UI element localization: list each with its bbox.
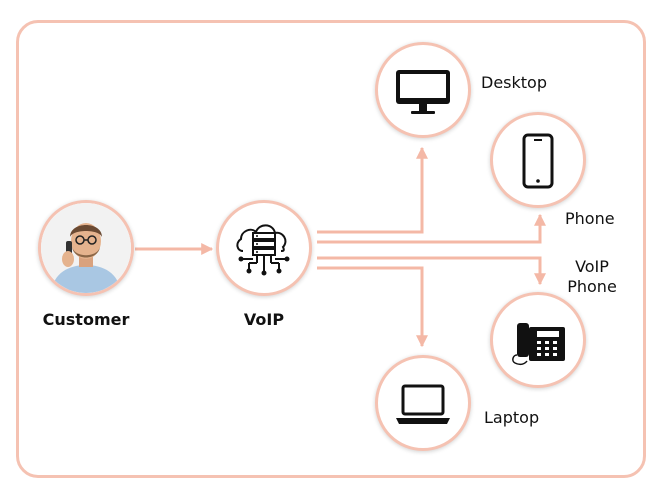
customer-node <box>38 200 134 296</box>
phone-label: Phone <box>565 209 615 228</box>
arrow-voip-to-phone <box>317 213 546 244</box>
voip-phone-label-line1: VoIP <box>575 257 609 276</box>
voip-phone-node <box>490 292 586 388</box>
desktop-label: Desktop <box>481 73 547 92</box>
customer-label: Customer <box>42 310 130 329</box>
laptop-label: Laptop <box>484 408 540 427</box>
desktop-monitor-icon <box>396 70 450 114</box>
arrow-voip-to-laptop <box>317 266 428 348</box>
arrow-voip-to-voip-phone <box>317 256 546 286</box>
customer-avatar-icon <box>41 203 131 293</box>
voip-label: VoIP <box>243 310 285 329</box>
voip-node <box>216 200 312 296</box>
desktop-node <box>375 42 471 138</box>
voip-phone-label-line2: Phone <box>567 277 617 296</box>
laptop-node <box>375 355 471 451</box>
desk-phone-icon <box>512 323 565 366</box>
laptop-icon <box>396 384 450 424</box>
cloud-server-icon <box>236 224 290 276</box>
smartphone-icon <box>522 133 554 189</box>
phone-node <box>490 112 586 208</box>
arrow-voip-to-desktop <box>317 146 428 234</box>
